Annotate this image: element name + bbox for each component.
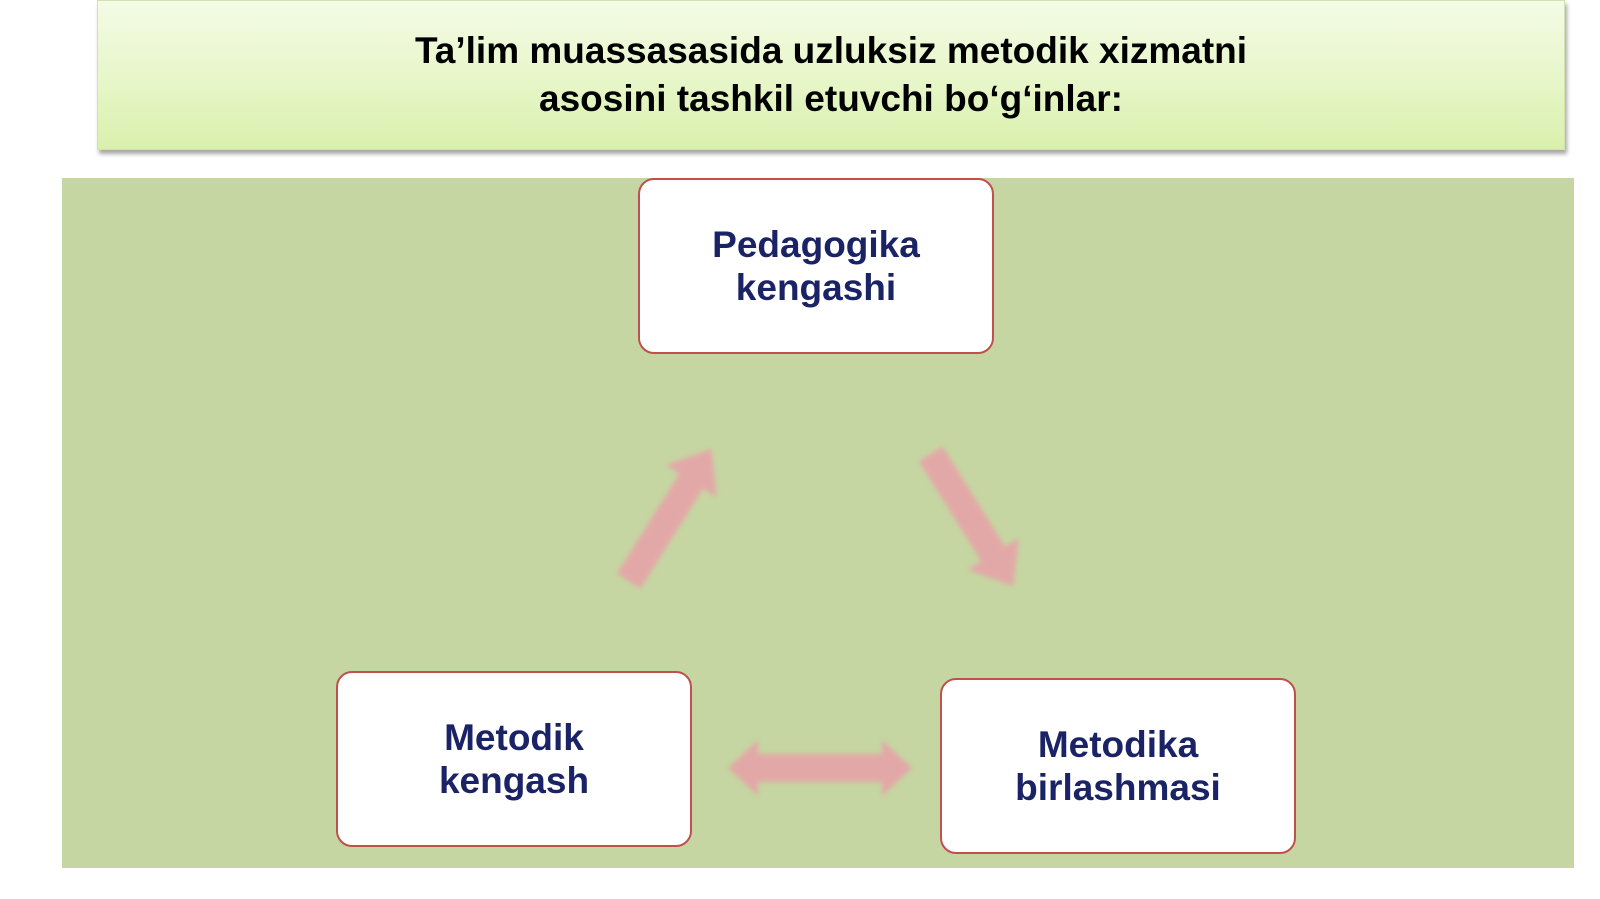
node-label: Metodik kengash: [439, 716, 589, 802]
node-right-line-1: Metodika: [1037, 724, 1199, 765]
node-top-line-2: kengashi: [735, 267, 897, 308]
title-banner: Ta’lim muassasasida uzluksiz metodik xiz…: [97, 0, 1565, 150]
node-right-line-2: birlashmasi: [1015, 767, 1221, 808]
node-label: Metodika birlashmasi: [1015, 723, 1221, 809]
node-label: Pedagogika kengashi: [712, 223, 920, 309]
node-metodik-kengash: Metodik kengash: [336, 671, 692, 847]
node-top-line-1: Pedagogika: [712, 224, 920, 265]
node-left-line-1: Metodik: [444, 717, 584, 758]
node-left-line-2: kengash: [438, 760, 590, 801]
page-title: Ta’lim muassasasida uzluksiz metodik xiz…: [415, 27, 1247, 123]
node-metodika-birlashmasi: Metodika birlashmasi: [940, 678, 1296, 854]
node-pedagogika-kengashi: Pedagogika kengashi: [638, 178, 994, 354]
title-line-2: asosini tashkil etuvchi bo‘g‘inlar:: [539, 78, 1123, 119]
title-line-1: Ta’lim muassasasida uzluksiz metodik xiz…: [414, 30, 1248, 71]
